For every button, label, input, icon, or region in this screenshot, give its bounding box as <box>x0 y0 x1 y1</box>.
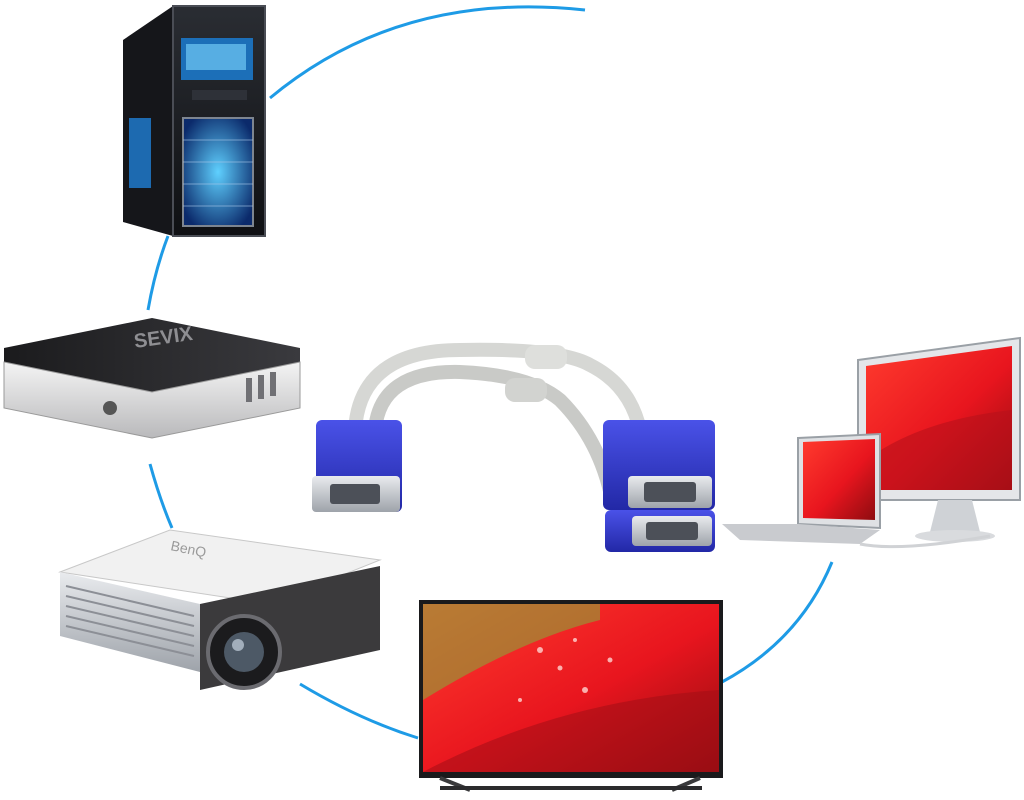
laptop-base <box>722 524 880 544</box>
box-logo-mark <box>103 401 117 415</box>
projector-lens-glass <box>224 632 264 672</box>
cable-branch-bottom <box>368 364 619 507</box>
tower-fan-panel <box>182 117 254 227</box>
box-button-3 <box>270 372 276 396</box>
vga-right-top-pins <box>644 482 696 502</box>
projector: BenQ <box>58 529 382 690</box>
set-top-box: SEVIX <box>3 318 301 439</box>
tower-drive-bay <box>192 90 247 100</box>
projector-vents <box>65 585 195 657</box>
arc-tower-to-top <box>269 5 586 100</box>
arc-projector-to-tv <box>299 682 419 740</box>
arc-tower-to-box <box>146 235 170 311</box>
television <box>419 600 723 792</box>
ferrite-core-2 <box>505 378 547 402</box>
projector-lens-glint <box>232 639 244 651</box>
tv-screen-leaf <box>423 604 600 700</box>
vga-right-bottom-pins <box>646 522 698 540</box>
desktop-tower <box>123 5 266 237</box>
tower-vent-lines <box>183 139 253 207</box>
box-front <box>3 361 301 439</box>
monitor-stand <box>930 500 980 532</box>
box-button-2 <box>258 375 264 399</box>
cable-branch-top <box>348 342 647 437</box>
laptop-screen <box>803 439 875 520</box>
arc-tv-to-laptop <box>721 561 834 684</box>
monitor-screen-shade <box>866 410 1012 490</box>
tower-display-art <box>186 44 246 70</box>
desktop-monitor <box>857 336 1021 542</box>
ferrite-core-1 <box>525 345 567 369</box>
tv-stand-bar <box>440 786 702 790</box>
projector-brand-text: BenQ <box>169 537 207 560</box>
vga-y-splitter <box>312 342 715 552</box>
laptop <box>722 432 991 549</box>
box-top <box>4 318 300 392</box>
tv-screen-shade <box>423 690 719 772</box>
vga-left-pins <box>330 484 380 504</box>
connection-lines <box>146 5 834 740</box>
tv-water-drops <box>518 638 613 702</box>
tower-side-window <box>129 118 151 188</box>
laptop-cable <box>859 534 991 549</box>
arc-box-to-projector <box>148 463 174 529</box>
box-button-1 <box>246 378 252 402</box>
